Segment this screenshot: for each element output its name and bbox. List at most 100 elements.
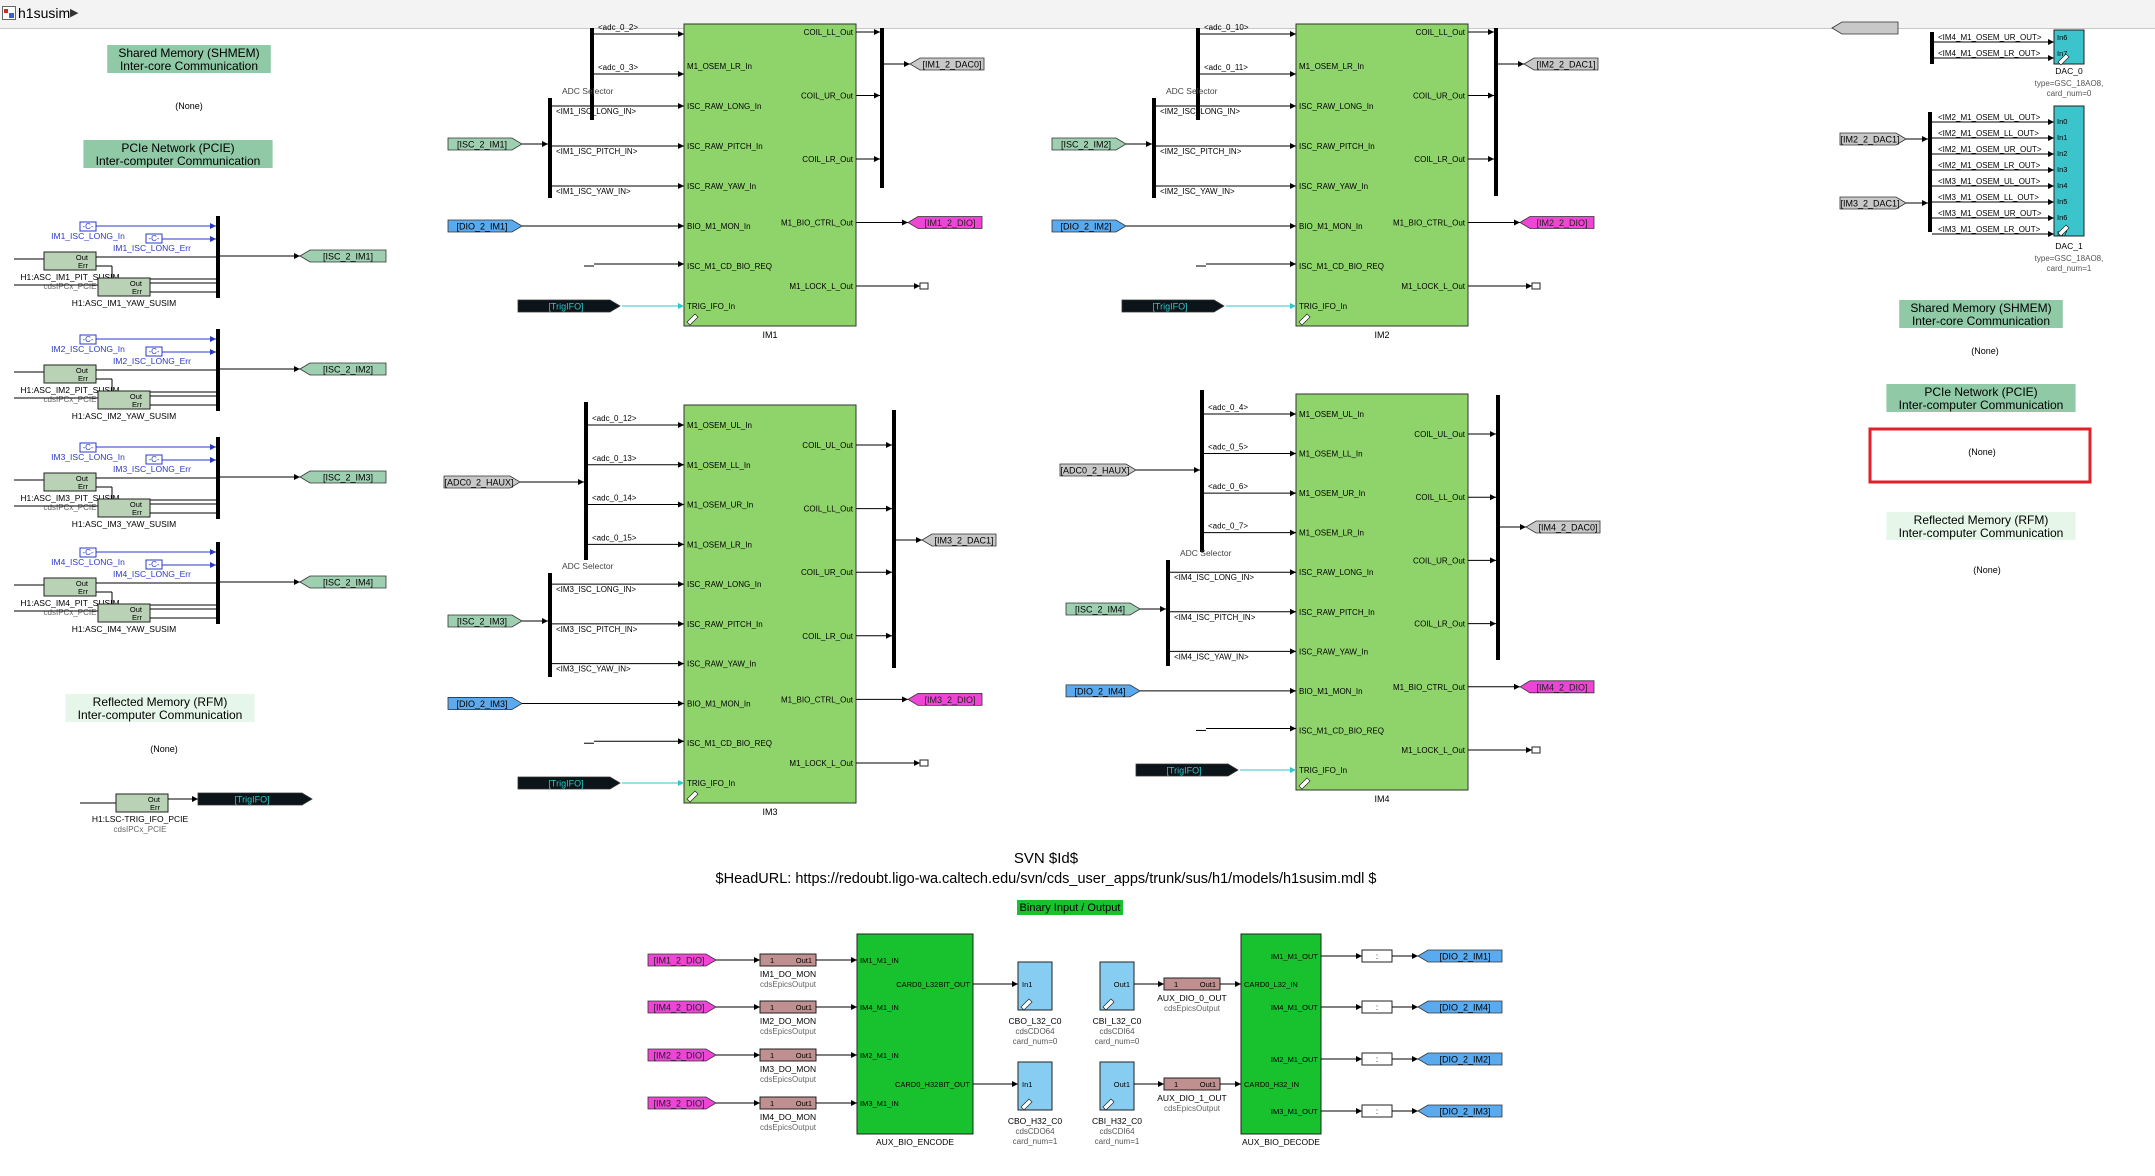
cdo-block[interactable]: [1017, 961, 1053, 1011]
dac0-mux-bar[interactable]: [1930, 32, 1934, 64]
trig-from-tag[interactable]: [1121, 299, 1225, 313]
bio-from-tag[interactable]: [647, 953, 717, 967]
dac-goto-tag[interactable]: [909, 57, 985, 71]
dac-mux-bar[interactable]: [892, 410, 896, 668]
diagram-canvas[interactable]: Shared Memory (SHMEM)Inter-core Communic…: [0, 21, 2155, 1171]
dio-from-tag[interactable]: [447, 697, 523, 710]
port-label: Out1: [1200, 980, 1216, 989]
isc-mux-bar[interactable]: [216, 542, 220, 624]
ipc-receiver-block[interactable]: [97, 603, 151, 623]
adc-from-tag[interactable]: [443, 475, 521, 489]
isc-from-tag[interactable]: [447, 614, 523, 628]
cdo-block[interactable]: [1017, 1061, 1053, 1111]
isc-selector-bar[interactable]: [1152, 98, 1156, 198]
arrowhead: [1194, 467, 1200, 473]
isc-from-tag[interactable]: [447, 137, 523, 151]
model-name[interactable]: h1susim: [18, 5, 71, 21]
isc-selector-bar[interactable]: [1166, 560, 1170, 666]
im-subsystem-block[interactable]: [1295, 23, 1469, 327]
dac-port-label: In6: [2057, 213, 2067, 222]
dac-goto-tag[interactable]: [1523, 57, 1599, 71]
cdi-block[interactable]: [1099, 1061, 1135, 1111]
selection-highlight[interactable]: [1868, 427, 2092, 484]
trig-goto-tag[interactable]: [197, 792, 313, 806]
ipc-receiver-block[interactable]: [97, 277, 151, 297]
trig-from-tag[interactable]: [1135, 763, 1239, 777]
dac-mux-bar[interactable]: [1496, 395, 1500, 660]
im-subsystem-block[interactable]: [683, 23, 857, 327]
isc-selector-bar[interactable]: [548, 98, 552, 198]
input-port-label: ISC_M1_CD_BIO_REQ: [687, 739, 772, 748]
library-name: cdsCDI64: [1099, 1027, 1135, 1036]
dac1-block[interactable]: [2053, 105, 2085, 237]
dac1-mux-bar[interactable]: [1928, 112, 1932, 232]
bio-from-tag[interactable]: [647, 1096, 717, 1110]
isc-mux-bar[interactable]: [216, 329, 220, 411]
arrowhead: [902, 219, 908, 226]
bio-goto-tag[interactable]: [907, 216, 983, 229]
arrowhead: [678, 620, 684, 627]
dac0-block[interactable]: [2053, 29, 2085, 65]
dio-goto-tag[interactable]: [1417, 949, 1503, 963]
adc-bus-bar[interactable]: [1200, 390, 1204, 552]
port-label: CARD0_H32_IN: [1244, 1080, 1299, 1089]
ipc-receiver-block[interactable]: [43, 577, 97, 597]
dio-from-tag[interactable]: [447, 219, 523, 233]
bio-goto-tag[interactable]: [1519, 680, 1595, 694]
isc-from-tag[interactable]: [1051, 137, 1127, 151]
adc-from-tag[interactable]: [1059, 463, 1137, 477]
dac-from-tag[interactable]: [1839, 132, 1907, 146]
adc-bus-bar[interactable]: [1196, 28, 1200, 120]
port-label: CARD0_L32BIT_OUT: [896, 980, 970, 989]
dac-from-tag[interactable]: [1839, 196, 1907, 210]
isc-goto-tag[interactable]: [299, 575, 387, 589]
isc-selector-bar[interactable]: [548, 573, 552, 677]
trig-from-tag[interactable]: [517, 299, 621, 313]
bio-goto-tag[interactable]: [1519, 216, 1595, 229]
bio-goto-tag[interactable]: [907, 693, 983, 706]
port-label: CARD0_H32BIT_OUT: [895, 1080, 970, 1089]
im-subsystem-block[interactable]: [1295, 393, 1469, 791]
im-subsystem-block[interactable]: [683, 404, 857, 804]
dac-from-tag[interactable]: [1831, 21, 1899, 35]
ipc-receiver-block[interactable]: [43, 364, 97, 384]
isc-from-tag[interactable]: [1065, 602, 1141, 616]
ipc-receiver-block[interactable]: [43, 251, 97, 271]
dac-goto-tag[interactable]: [1525, 520, 1601, 534]
arrowhead: [851, 957, 857, 963]
ipc-receiver-block[interactable]: [43, 472, 97, 492]
bio-from-tag[interactable]: [647, 1048, 717, 1062]
isc-goto-tag[interactable]: [299, 249, 387, 263]
isc-mux-bar[interactable]: [216, 437, 220, 519]
dio-goto-tag[interactable]: [1417, 1052, 1503, 1066]
block-name: H1:ASC_IM2_YAW_SUSIM: [72, 411, 176, 421]
signal-name: IM2_ISC_LONG_Err: [113, 356, 191, 366]
dac-mux-bar[interactable]: [1494, 28, 1498, 196]
none-label: (None): [1973, 565, 2001, 575]
bio-decode-block[interactable]: [1240, 933, 1322, 1135]
trig-from-tag[interactable]: [517, 776, 621, 790]
arrowhead: [1412, 1004, 1418, 1010]
dio-from-tag[interactable]: [1065, 684, 1141, 698]
dio-from-tag[interactable]: [1051, 219, 1127, 233]
isc-goto-tag[interactable]: [299, 362, 387, 376]
bio-encode-block[interactable]: [856, 933, 974, 1135]
isc-goto-tag[interactable]: [299, 470, 387, 484]
port-label: Out1: [796, 1051, 812, 1060]
cdi-block[interactable]: [1099, 961, 1135, 1011]
library-link-icon: [1020, 1098, 1033, 1111]
arrowhead: [678, 71, 684, 77]
ipc-receiver-block[interactable]: [115, 793, 169, 813]
ipc-receiver-block[interactable]: [97, 498, 151, 518]
adc-bus-bar[interactable]: [584, 402, 588, 560]
dio-goto-tag[interactable]: [1417, 1000, 1503, 1014]
adc-bus-bar[interactable]: [590, 28, 594, 120]
ipc-receiver-block[interactable]: [97, 390, 151, 410]
isc-mux-bar[interactable]: [216, 216, 220, 298]
dio-goto-tag[interactable]: [1417, 1104, 1503, 1118]
port-label: Out1: [796, 956, 812, 965]
dac-mux-bar[interactable]: [880, 28, 884, 188]
bio-from-tag[interactable]: [647, 1000, 717, 1014]
dac-goto-tag[interactable]: [921, 533, 997, 547]
chevron-right-icon[interactable]: ▶: [70, 7, 79, 19]
